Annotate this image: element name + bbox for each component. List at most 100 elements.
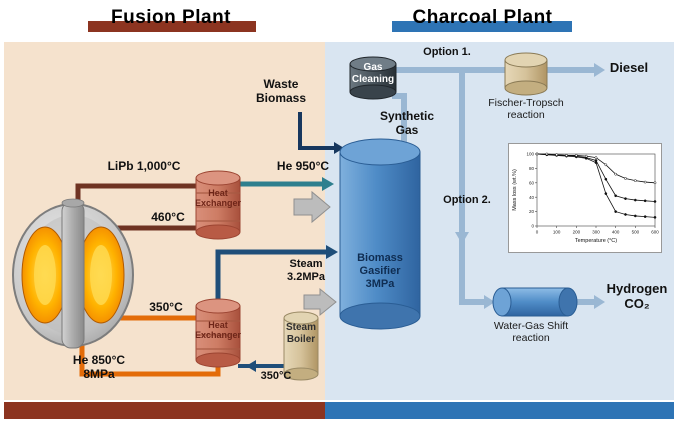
heat-exchanger-2-label: Heat Exchanger [194,320,242,341]
fischer-tropsch-vessel [504,52,548,96]
he-950-label: He 950°C [276,159,330,173]
chart-marker [604,163,608,167]
wgs-body [501,287,569,317]
option-1-label: Option 1. [423,46,471,58]
heat-exchanger-2-vessel [195,298,241,368]
gasifier-top-cap [339,138,421,166]
chart-marker [594,159,598,162]
heat-exchanger-1-label: Heat Exchanger [194,188,242,209]
chart-marker [614,210,618,213]
wgs-right-cap [558,287,578,317]
plasma-right-core [90,245,112,305]
temp-350-reactor-label: 350°C [149,300,183,314]
chart-marker [643,180,647,184]
products-label: Hydrogen CO₂ [606,281,668,312]
chart-marker [653,200,657,203]
hx1-top-cap [195,170,241,186]
chart-marker [624,197,627,200]
chart-marker [604,177,608,181]
pipe-waste-biomass [298,112,334,150]
chart-marker [555,153,559,157]
hx2-bottom-cap [195,352,241,368]
diesel-label: Diesel [609,60,649,75]
gasifier-inlet-arrow-top [293,190,331,224]
wgs-left-cap [492,287,512,317]
chart-plot-area [536,153,656,227]
arrow-waste-biomass [334,142,344,154]
chart-marker [643,199,647,203]
charcoal-plant-title: Charcoal Plant [412,7,553,28]
x-tick-label: 100 [553,230,561,235]
arrow-option1 [594,63,605,77]
heat-exchanger-1-vessel [195,170,241,240]
gas-cleaning-vessel [349,56,397,100]
hx2-top-cap [195,298,241,314]
pipe-steam-32 [215,249,326,306]
hx1-bottom-cap [195,224,241,240]
x-tick-label: 500 [632,230,640,235]
chart-marker [594,156,598,159]
steam-boiler-label: Steam Boiler [285,322,316,345]
chart-marker [653,181,657,185]
chart-xlabel: Temperature (°C) [575,238,617,244]
fusion-title-bar [88,21,256,32]
arrow-he-950 [322,177,334,191]
chart-marker [624,213,627,216]
hx2-bands [196,320,240,350]
chart-marker [584,154,588,158]
synthetic-gas-label: Synthetic Gas [379,109,434,137]
x-tick-label: 300 [592,230,600,235]
water-gas-shift-label: Water-Gas Shift reaction [493,320,569,345]
gas-cleaning-bottom-cap [349,84,397,100]
chart-marker [653,216,657,219]
chart-marker [604,192,608,195]
chart-marker [535,152,539,156]
chart-marker [565,154,568,157]
chart-marker [624,177,627,180]
chart-marker [633,198,637,202]
fischer-tropsch-label: Fischer-Tropsch reaction [488,97,564,122]
he-850-label: He 850°C 8MPa [72,353,126,381]
y-tick-label: 40 [529,195,535,200]
arrow-boiler-350 [246,360,256,372]
y-tick-label: 0 [531,224,534,229]
pipe-option2 [459,70,490,305]
steam-pressure-label: Steam 3.2MPa [287,258,325,283]
chart-marker [643,215,647,218]
hx1-bands [196,192,240,222]
x-tick-label: 0 [536,230,539,235]
gas-cleaning-top-cap [349,56,397,72]
plasma-left-core [34,245,56,305]
y-tick-label: 100 [526,152,534,157]
chart-marker [633,214,637,218]
option-2-label: Option 2. [443,194,491,206]
reactor-column-cap [61,198,85,208]
chart-marker [574,154,578,157]
biomass-gasifier-vessel [339,138,421,330]
waste-biomass-label: Waste Biomass [255,77,307,105]
biomass-gasifier-label: Biomass Gasifier 3MPa [357,252,403,290]
y-tick-label: 80 [529,166,535,171]
hx2-body [195,305,241,361]
steam-boiler-vessel [283,311,319,381]
arrow-steam [326,245,338,259]
boiler-body [283,317,319,375]
fusion-plant-title: Fusion Plant [111,7,231,28]
charcoal-bottom-bar [325,402,674,419]
chart-marker [614,194,618,198]
gray-flow-arrows [293,190,337,317]
pipes [75,67,596,377]
y-tick-label: 60 [529,180,535,185]
chart-marker [614,172,618,176]
temp-350-boiler-label: 350°C [260,370,292,382]
pipe-arrowheads [246,63,605,372]
pipe-syngas [392,93,407,142]
y-tick-label: 20 [529,209,535,214]
gasifier-bottom-cap [339,302,421,330]
ft-top-cap [504,52,548,68]
arrow-option2-down [455,232,469,244]
